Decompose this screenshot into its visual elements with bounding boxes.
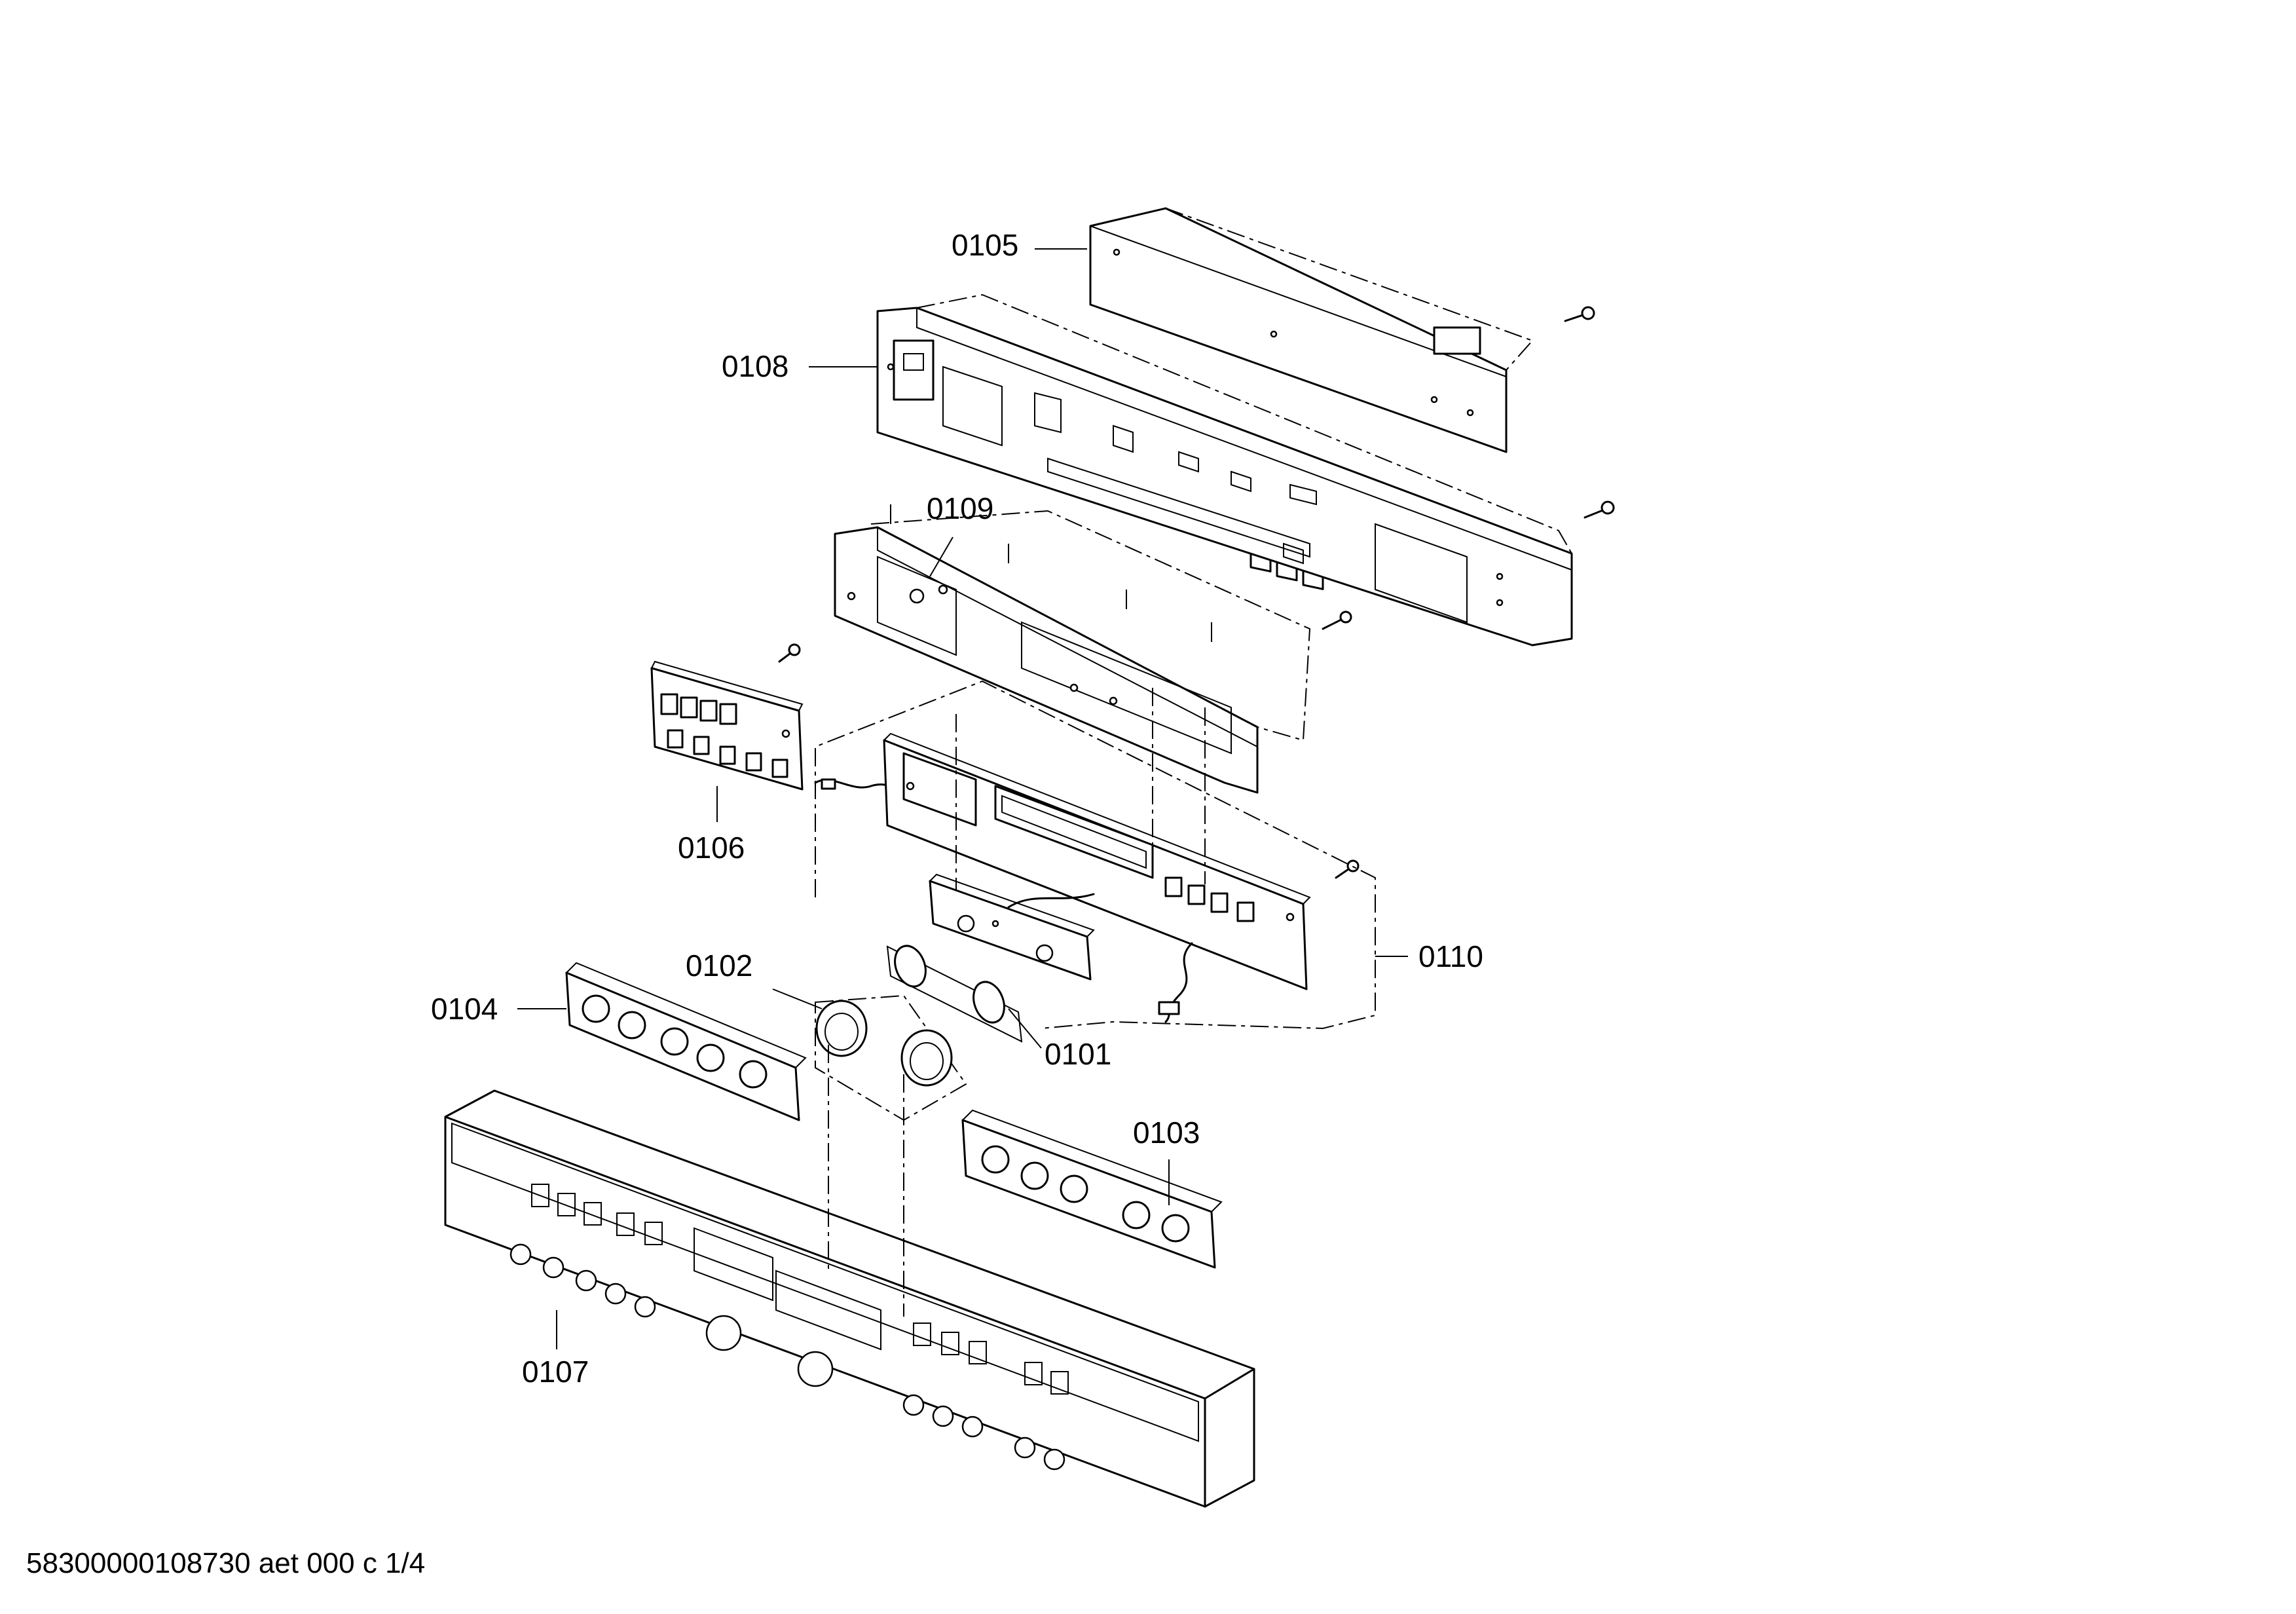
label-0101: 0101 [1045, 1037, 1111, 1071]
label-0104: 0104 [431, 992, 498, 1026]
label-0106: 0106 [678, 831, 745, 865]
label-0109: 0109 [927, 491, 993, 525]
label-0105: 0105 [952, 228, 1018, 262]
screw-0109 [1322, 610, 1352, 630]
part-0107-panel [444, 1089, 1255, 1508]
cable-0110 [1007, 893, 1193, 1023]
screw-0106 [778, 643, 801, 663]
part-0110-board [883, 732, 1311, 990]
label-0107: 0107 [522, 1355, 589, 1389]
label-0102: 0102 [686, 948, 752, 983]
screw-0105 [1564, 306, 1595, 322]
label-0103: 0103 [1133, 1116, 1200, 1150]
alignment-lines [828, 688, 1206, 1317]
label-0108: 0108 [722, 349, 788, 383]
screw-0108 [1583, 500, 1615, 519]
label-0110: 0110 [1418, 939, 1483, 973]
part-0101-encoders [886, 945, 1023, 1043]
part-0104-strip [565, 962, 807, 1121]
drawing-reference: 58300000108730 aet 000 c 1/4 [26, 1547, 426, 1579]
part-0109-frame [834, 504, 1311, 794]
small-board-0110 [929, 873, 1095, 981]
part-0106-board [650, 660, 804, 791]
part-0102-caps [815, 994, 967, 1121]
leader-lines [517, 248, 1408, 1349]
part-0103-strip [961, 1109, 1223, 1269]
group-outline-0110 [815, 680, 1376, 1030]
part-0108-frame [876, 293, 1573, 647]
